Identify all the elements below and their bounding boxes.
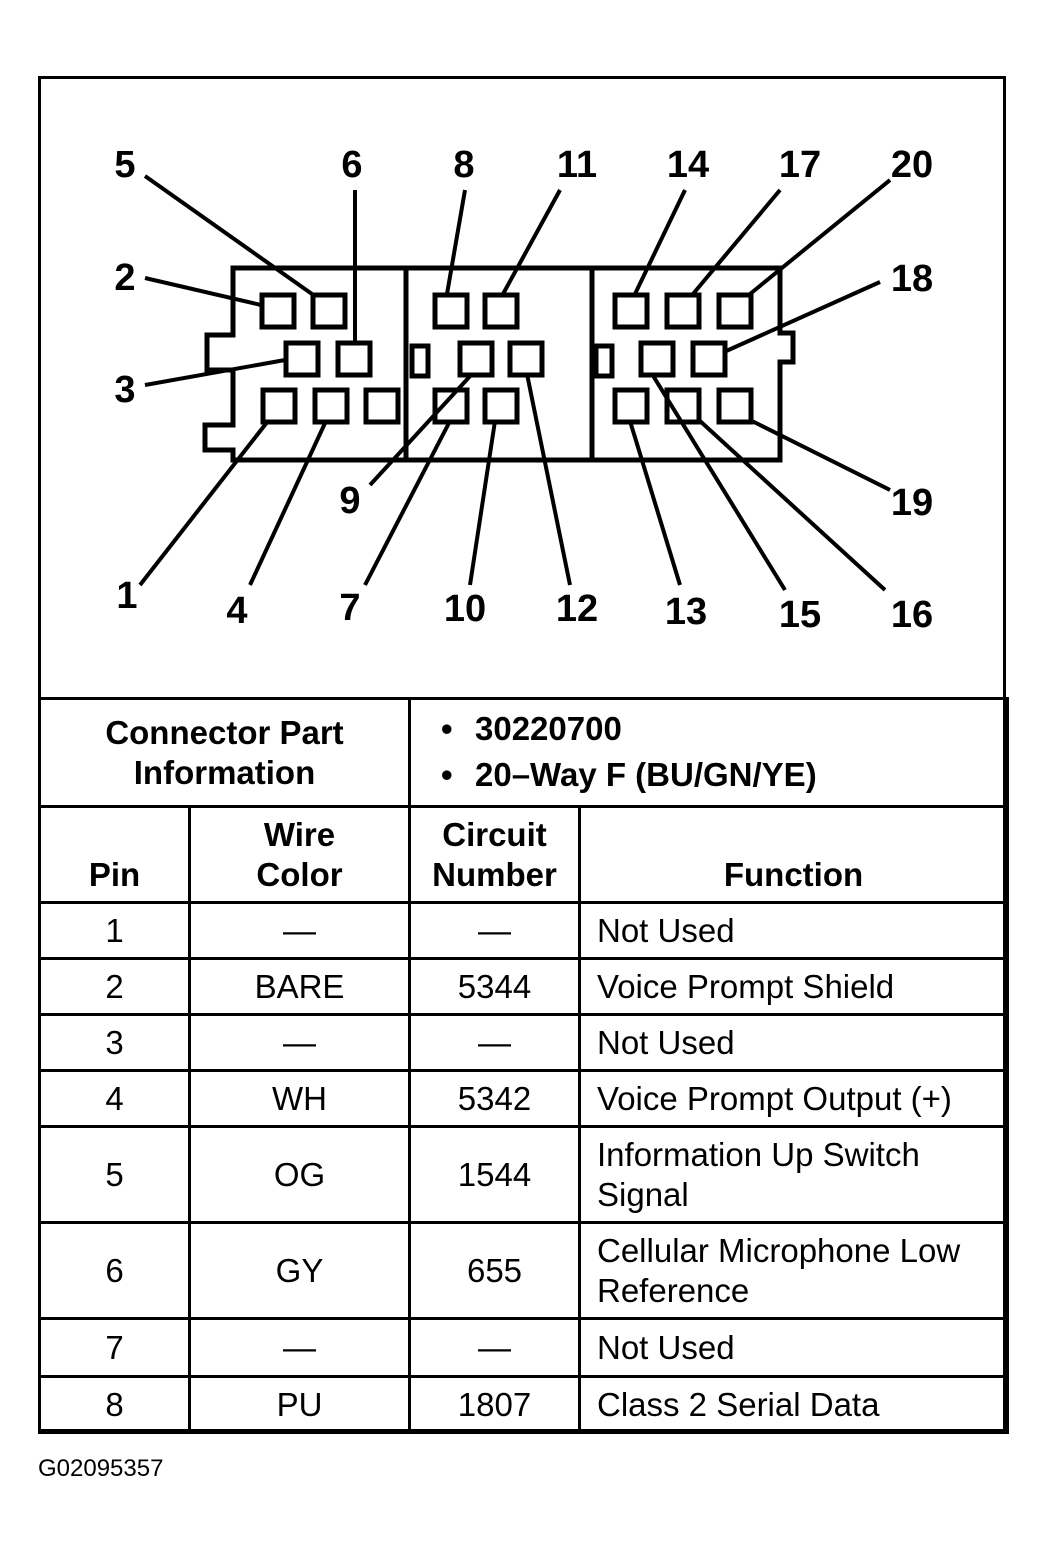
cavity-4 bbox=[312, 387, 350, 425]
pin-label-20: 20 bbox=[891, 144, 933, 186]
pin-label-11: 11 bbox=[557, 144, 597, 186]
pin-label-10: 10 bbox=[444, 588, 486, 630]
pin-label-8: 8 bbox=[453, 144, 474, 186]
header-pin: Pin bbox=[38, 805, 191, 904]
figure-code: G02095357 bbox=[38, 1455, 164, 1482]
pin-label-9: 9 bbox=[339, 480, 360, 522]
cavity-5 bbox=[310, 292, 348, 330]
connector-diagram: 1 2 3 4 5 6 7 8 9 10 11 12 13 14 15 16 1… bbox=[114, 144, 933, 636]
pin-label-19: 19 bbox=[891, 482, 933, 524]
pin-label-5: 5 bbox=[114, 144, 135, 186]
connector-info-row: Connector Part Information 30220700 20–W… bbox=[38, 697, 1009, 808]
cavity-18 bbox=[690, 340, 728, 378]
connector-body bbox=[202, 265, 796, 463]
connector-table: Connector Part Information 30220700 20–W… bbox=[38, 697, 1009, 1434]
cavity-14 bbox=[612, 292, 650, 330]
cavity-19 bbox=[716, 387, 754, 425]
header-function: Function bbox=[578, 805, 1009, 904]
pin-label-13: 13 bbox=[665, 591, 707, 633]
pin-label-17: 17 bbox=[779, 144, 821, 186]
pin-label-3: 3 bbox=[114, 369, 135, 411]
connector-info-values: 30220700 20–Way F (BU/GN/YE) bbox=[408, 697, 1009, 808]
cavity-1 bbox=[260, 387, 298, 425]
pin-label-2: 2 bbox=[114, 257, 135, 299]
connector-info-label: Connector Part Information bbox=[38, 697, 411, 808]
cavity-10 bbox=[482, 387, 520, 425]
pin-labels: 1 2 3 4 5 6 7 8 9 10 11 12 13 14 15 16 1… bbox=[114, 144, 933, 636]
pin-label-16: 16 bbox=[891, 594, 933, 636]
pin-label-6: 6 bbox=[341, 144, 362, 186]
pin-label-14: 14 bbox=[667, 144, 709, 186]
cavity-20 bbox=[716, 292, 754, 330]
table-row: 7— —Not Used bbox=[38, 1317, 1009, 1378]
cavity-6 bbox=[335, 340, 373, 378]
table-row: 3— —Not Used bbox=[38, 1013, 1009, 1072]
cavity-11 bbox=[482, 292, 520, 330]
leader-lines bbox=[138, 174, 892, 592]
part-number: 30220700 bbox=[441, 706, 1006, 752]
connector-description: 20–Way F (BU/GN/YE) bbox=[441, 752, 1006, 798]
cavity-12 bbox=[507, 340, 545, 378]
cavity-3 bbox=[283, 340, 321, 378]
cavity-15 bbox=[638, 340, 676, 378]
table-row: 1— —Not Used bbox=[38, 901, 1009, 960]
cavity-13 bbox=[612, 387, 650, 425]
cavity-2 bbox=[259, 292, 297, 330]
pin-label-12: 12 bbox=[556, 588, 598, 630]
pin-label-1: 1 bbox=[116, 575, 137, 617]
pin-label-15: 15 bbox=[779, 594, 821, 636]
pin-label-18: 18 bbox=[891, 258, 933, 300]
pin-cavities bbox=[259, 292, 754, 425]
cavity-17 bbox=[664, 292, 702, 330]
cavity-blank bbox=[363, 387, 401, 425]
pin-label-4: 4 bbox=[226, 590, 247, 632]
pin-label-7: 7 bbox=[339, 587, 360, 629]
cavity-9 bbox=[457, 340, 495, 378]
cavity-8 bbox=[432, 292, 470, 330]
